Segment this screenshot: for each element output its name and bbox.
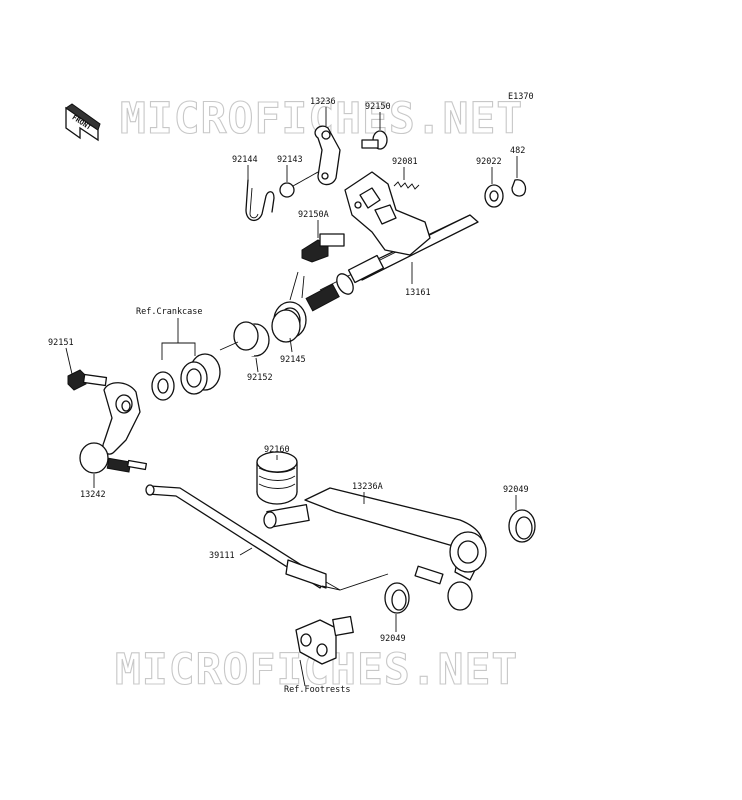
label-92049-lower: 92049 [380,634,406,644]
shift-rod-39111 [145,484,327,589]
label-ref-footrests: Ref.Footrests [284,685,351,695]
bushing-crankcase-outer [180,353,221,395]
bolt-92150 [361,130,388,150]
bolt-92151 [67,369,108,391]
label-ref-crankcase: Ref.Crankcase [136,307,203,317]
shift-pedal-13236a [263,487,487,581]
shaft-end [305,283,340,312]
label-13161: 13161 [405,288,431,298]
bolt-92150a [301,233,345,263]
label-92160: 92160 [264,445,290,455]
crankcase-bracket [161,342,196,360]
label-92022: 92022 [476,157,502,167]
circlip-482 [511,179,527,197]
shift-mechanism-arm [344,171,431,256]
label-92081: 92081 [392,157,418,167]
spring-92144 [245,179,275,221]
label-92143: 92143 [277,155,303,165]
label-92145: 92145 [280,355,306,365]
bushing-crankcase-inner [151,371,175,401]
label-13236: 13236 [310,97,336,107]
label-92049-upper: 92049 [503,485,529,495]
pedal-tie-rod-end [414,565,473,611]
label-482: 482 [510,146,525,156]
label-92152: 92152 [247,373,273,383]
washer-92049-upper [508,509,536,543]
label-92150a: 92150A [298,210,329,220]
spring-92081 [393,181,420,190]
spring-92145 [271,271,307,343]
bushing-92152 [233,321,270,357]
shift-arm-lever [102,382,141,455]
footrest-bracket [295,615,354,665]
tie-rod-end-13242 [79,442,148,474]
washer-92049-lower [384,582,410,614]
label-92150: 92150 [365,102,391,112]
label-92144: 92144 [232,155,258,165]
front-arrow-icon: FRONT [65,103,101,142]
arm-13236 [314,125,341,186]
label-13236a: 13236A [352,482,383,492]
label-92151: 92151 [48,338,74,348]
diagram-id: E1370 [508,92,534,102]
label-13242: 13242 [80,490,106,500]
collar-92143 [279,182,295,198]
label-39111: 39111 [209,551,235,561]
pedal-rubber-92160 [256,451,298,505]
